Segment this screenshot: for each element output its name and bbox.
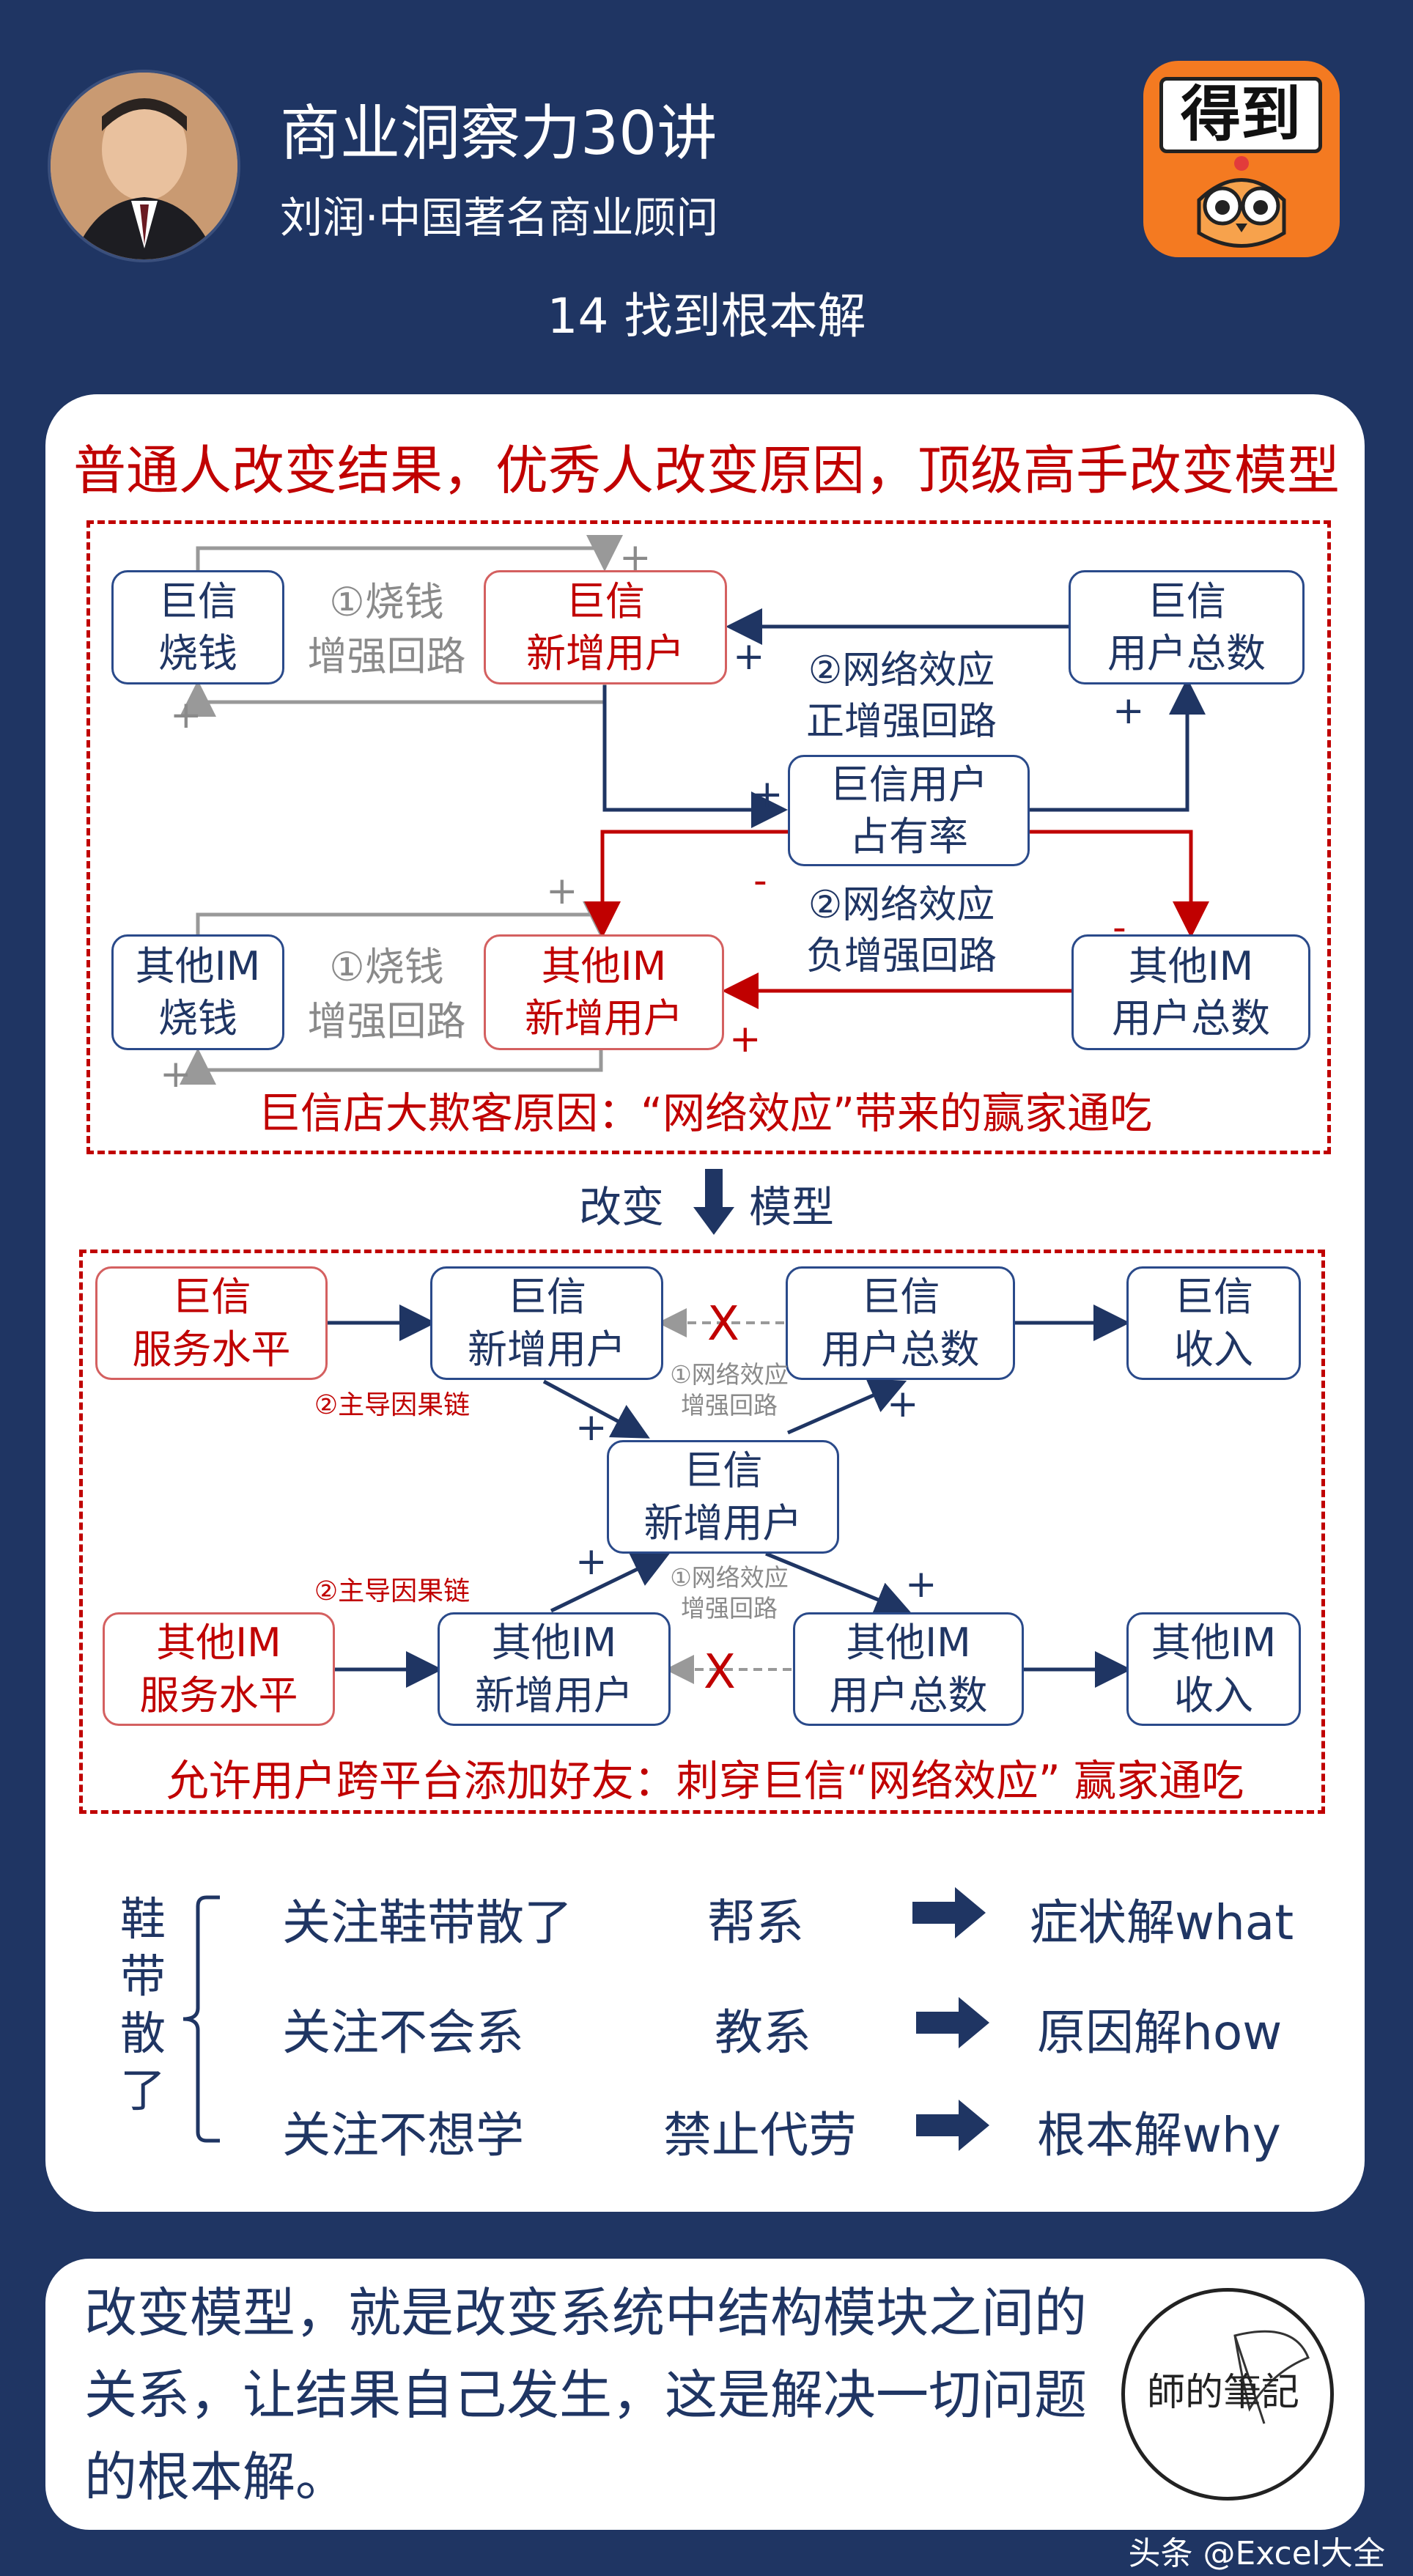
owl-icon	[1197, 156, 1286, 248]
node-other-burn: 其他IM 烧钱	[111, 934, 284, 1050]
label-burn-loop-bottom: ①烧钱 增强回路	[307, 944, 466, 1044]
sign-plus: +	[575, 1406, 608, 1450]
node-other-new-users-2: 其他IM 新增用户	[438, 1612, 671, 1726]
stamp-logo: 師的筆記	[1121, 2288, 1334, 2501]
label-burn-loop-top: ①烧钱 增强回路	[307, 579, 466, 679]
logo-text: 得到	[1159, 77, 1322, 153]
label-network-negative-loop: ②网络效应 负增强回路	[805, 883, 997, 978]
node-other-total-users-2: 其他IM 用户总数	[793, 1612, 1024, 1726]
sign-minus: -	[1113, 906, 1126, 950]
stamp-text: 師的筆記	[1147, 2371, 1300, 2415]
cross-icon: X	[704, 1645, 736, 1700]
sign-plus: +	[160, 1052, 192, 1096]
row1-action: 帮系	[707, 1894, 804, 1951]
headline: 普通人改变结果，优秀人改变原因，顶级高手改变模型	[73, 440, 1340, 501]
sign-plus: +	[733, 635, 765, 679]
sign-minus: -	[753, 859, 767, 903]
sign-plus: +	[905, 1562, 937, 1606]
row1-result: 症状解what	[1030, 1894, 1294, 1951]
row2-result: 原因解how	[1037, 2004, 1283, 2061]
row2-action: 教系	[715, 2004, 811, 2061]
node-juxin-new-users-2: 巨信 新增用户	[430, 1266, 663, 1380]
course-subtitle: 刘润·中国著名商业顾问	[280, 193, 719, 243]
node-juxin-total-users-2: 巨信 用户总数	[786, 1266, 1015, 1380]
label-causal-chain-bottom: ②主导因果链	[314, 1576, 471, 1606]
model-label: 模型	[749, 1182, 835, 1232]
down-arrow-icon	[693, 1169, 734, 1235]
sign-plus: +	[575, 1540, 608, 1584]
bracket-char: 带	[119, 1949, 166, 2003]
sign-plus: +	[1113, 689, 1145, 733]
right-arrow-icon	[916, 2100, 989, 2151]
node-juxin-service: 巨信 服务水平	[95, 1266, 328, 1380]
sign-plus: +	[751, 772, 783, 816]
row3-result: 根本解why	[1037, 2107, 1281, 2163]
node-juxin-total-users: 巨信 用户总数	[1069, 570, 1305, 684]
label-network-effect-top: ①网络效应 增强回路	[670, 1360, 789, 1420]
node-center-new-users: 巨信 新增用户	[607, 1440, 839, 1554]
node-juxin-new-users: 巨信 新增用户	[484, 570, 727, 684]
row3-action: 禁止代劳	[663, 2107, 857, 2163]
right-arrow-icon	[916, 1997, 989, 2048]
bracket-char: 散	[119, 2007, 166, 2060]
diagram1-caption: 巨信店大欺客原因：“网络效应”带来的赢家通吃	[257, 1088, 1153, 1138]
sign-plus: +	[619, 536, 652, 580]
sign-plus: +	[887, 1382, 919, 1426]
lesson-title: 14 找到根本解	[547, 288, 866, 344]
node-other-new-users: 其他IM 新增用户	[484, 934, 724, 1050]
diagram2-frame	[79, 1250, 1325, 1814]
change-label: 改变	[579, 1182, 665, 1232]
bracket-char: 了	[119, 2064, 166, 2117]
sign-plus: +	[170, 693, 202, 737]
node-juxin-share: 巨信用户 占有率	[788, 755, 1030, 866]
right-arrow-icon	[912, 1887, 986, 1938]
node-juxin-income: 巨信 收入	[1126, 1266, 1301, 1380]
summary-text: 改变模型，就是改变系统中结构模块之间的关系，让结果自己发生，这是解决一切问题的根…	[84, 2282, 1088, 2508]
course-title: 商业洞察力30讲	[280, 99, 717, 169]
node-other-total-users: 其他IM 用户总数	[1071, 934, 1310, 1050]
dedao-logo: 得到	[1143, 61, 1340, 257]
row2-focus: 关注不会系	[282, 2004, 524, 2061]
node-other-service: 其他IM 服务水平	[103, 1612, 335, 1726]
author-avatar	[48, 70, 240, 262]
node-other-income: 其他IM 收入	[1126, 1612, 1301, 1726]
row1-focus: 关注鞋带散了	[282, 1894, 572, 1951]
feather-icon	[1233, 2330, 1310, 2424]
label-causal-chain-top: ②主导因果链	[314, 1390, 471, 1420]
sign-plus: +	[546, 869, 578, 913]
diagram1-frame	[86, 520, 1331, 1154]
sign-plus: +	[729, 1017, 761, 1061]
brace-icon	[182, 1895, 220, 2143]
row3-focus: 关注不想学	[282, 2107, 524, 2163]
label-network-effect-bottom: ①网络效应 增强回路	[670, 1563, 789, 1623]
cross-icon: X	[707, 1297, 739, 1351]
node-juxin-burn: 巨信 烧钱	[111, 570, 284, 684]
shoelace-bracket-label: 鞋 带 散 了	[114, 1891, 172, 2119]
watermark: 头条 @Excel大全	[1128, 2535, 1385, 2572]
diagram2-caption: 允许用户跨平台添加好友：刺穿巨信“网络效应” 赢家通吃	[166, 1756, 1244, 1806]
bracket-char: 鞋	[119, 1892, 166, 1946]
label-network-positive-loop: ②网络效应 正增强回路	[805, 649, 997, 744]
